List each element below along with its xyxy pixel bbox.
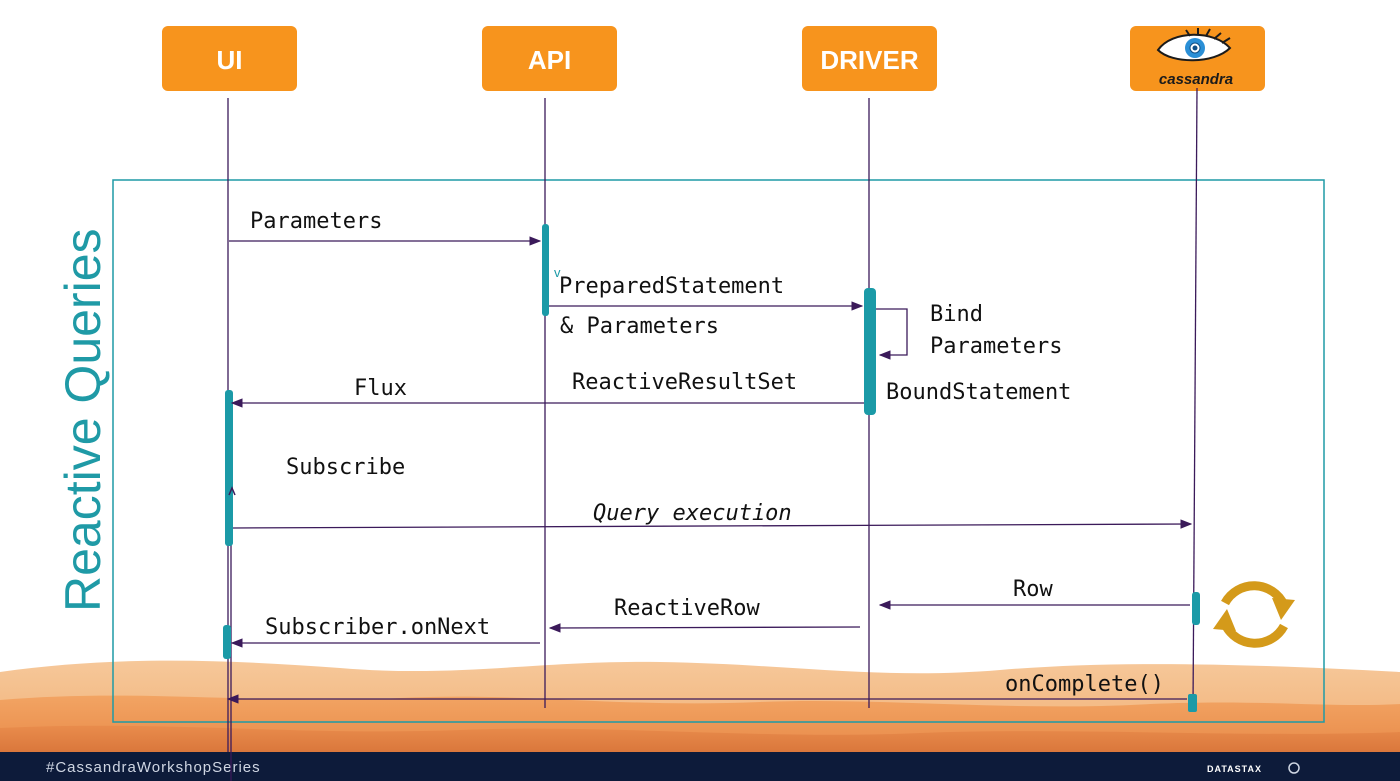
- small-check-mark: v: [554, 265, 561, 280]
- label-reactive-row: ReactiveRow: [614, 596, 760, 621]
- reactive-queries-frame: [112, 179, 1325, 723]
- arrow-reactive-row: [548, 623, 861, 633]
- activation-cassandra-row: [1192, 592, 1200, 625]
- participant-cassandra: cassandra: [1130, 26, 1265, 91]
- label-bind-parameters: Parameters: [930, 334, 1062, 359]
- arrow-query-execution: [232, 519, 1193, 529]
- participant-driver: DRIVER: [802, 26, 937, 91]
- label-on-complete: onComplete(): [1005, 672, 1164, 697]
- activation-cassandra-complete: [1188, 694, 1197, 712]
- activation-api: [542, 224, 549, 316]
- activation-driver: [864, 288, 876, 415]
- participant-api: API: [482, 26, 617, 91]
- label-flux: Flux: [354, 376, 407, 401]
- label-query-execution: Query execution: [593, 501, 792, 526]
- label-row: Row: [1013, 577, 1053, 602]
- label-bind: Bind: [930, 302, 983, 327]
- footer-brand: DATASTAX: [1207, 764, 1262, 774]
- label-bound-statement: BoundStatement: [886, 380, 1071, 405]
- cassandra-eye-logo: [1156, 28, 1232, 62]
- participant-api-label: API: [528, 45, 571, 75]
- frame-label: Reactive Queries: [55, 229, 111, 613]
- activation-ui-subscribe: [225, 390, 233, 546]
- participant-cassandra-label: cassandra: [1159, 71, 1233, 88]
- footer-bar: [0, 752, 1400, 781]
- footer-eye-icon: [1288, 762, 1300, 774]
- participant-ui-label: UI: [217, 45, 243, 75]
- label-reactive-result-set: ReactiveResultSet: [572, 370, 797, 395]
- footer-hashtag: #CassandraWorkshopSeries: [46, 759, 261, 776]
- participant-driver-label: DRIVER: [820, 45, 918, 75]
- arrow-bind-parameters-self: [876, 308, 908, 360]
- label-subscriber-onnext: Subscriber.onNext: [265, 615, 490, 640]
- repeat-cycle-icon: [1213, 581, 1295, 648]
- activation-ui-onnext: [223, 625, 231, 659]
- participant-ui: UI: [162, 26, 297, 91]
- label-subscribe: Subscribe: [286, 455, 405, 480]
- label-parameters: Parameters: [250, 209, 382, 234]
- small-caret-mark: [228, 486, 236, 496]
- label-and-parameters: & Parameters: [560, 314, 719, 339]
- label-prepared-statement: PreparedStatement: [559, 274, 784, 299]
